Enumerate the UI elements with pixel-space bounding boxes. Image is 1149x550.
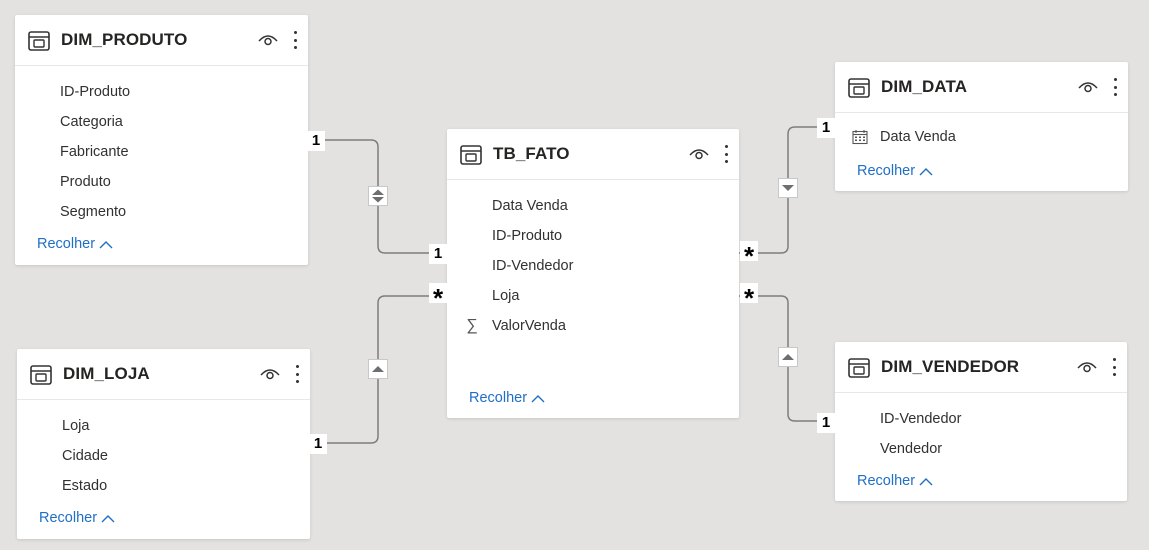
table-icon [28, 31, 50, 51]
more-options-icon[interactable] [293, 363, 301, 385]
field-label: ValorVenda [492, 318, 566, 334]
collapse-link[interactable]: Recolher [39, 510, 115, 526]
field-item[interactable]: Loja [492, 288, 520, 304]
field-item[interactable]: Produto [60, 174, 111, 190]
filter-direction-both-icon[interactable] [368, 186, 388, 206]
chevron-up-icon [101, 514, 115, 523]
table-icon [848, 358, 870, 378]
field-item[interactable]: ID-Vendedor [492, 258, 574, 274]
calendar-icon [852, 130, 868, 145]
cardinality-label: * [740, 241, 758, 271]
field-item[interactable]: Data Venda [492, 198, 568, 214]
table-card-dim-loja[interactable]: DIM_LOJA Loja Cidade Estado Recolher [17, 349, 310, 539]
collapse-label: Recolher [37, 236, 96, 252]
cardinality-label: 1 [429, 244, 447, 264]
eye-icon[interactable] [258, 33, 278, 47]
filter-direction-down-icon[interactable] [778, 178, 798, 198]
table-card-header[interactable]: TB_FATO [447, 129, 739, 180]
field-list: Data Venda [835, 122, 1128, 152]
field-item[interactable]: ID-Vendedor [880, 411, 962, 427]
collapse-label: Recolher [857, 163, 916, 179]
collapse-label: Recolher [469, 390, 528, 406]
filter-direction-up-icon[interactable] [778, 347, 798, 367]
chevron-up-icon [531, 394, 545, 403]
sigma-icon: ∑ [466, 317, 478, 334]
field-item[interactable]: Loja [62, 418, 90, 434]
field-item[interactable]: Fabricante [60, 144, 129, 160]
cardinality-label: 1 [817, 413, 835, 433]
more-options-icon[interactable] [1111, 76, 1119, 98]
field-item[interactable]: ID-Produto [492, 228, 563, 244]
field-label: Data Venda [880, 129, 956, 145]
table-title: DIM_VENDEDOR [881, 357, 1020, 376]
table-card-header[interactable]: DIM_VENDEDOR [835, 342, 1127, 393]
field-list: ID-Vendedor Vendedor [835, 404, 1127, 464]
table-title: TB_FATO [493, 144, 570, 163]
table-card-header[interactable]: DIM_DATA [835, 62, 1128, 113]
table-card-header[interactable]: DIM_LOJA [17, 349, 310, 400]
field-item[interactable]: Categoria [60, 114, 123, 130]
chevron-up-icon [99, 240, 113, 249]
chevron-up-icon [919, 477, 933, 486]
cardinality-label: * [740, 283, 758, 313]
collapse-link[interactable]: Recolher [37, 236, 113, 252]
chevron-up-icon [919, 167, 933, 176]
cardinality-label: * [429, 283, 447, 313]
eye-icon[interactable] [1078, 80, 1098, 94]
field-item[interactable]: Segmento [60, 204, 127, 220]
table-icon [460, 145, 482, 165]
table-card-tb-fato[interactable]: TB_FATO Data Venda ID-Produto ID-Vendedo… [447, 129, 739, 418]
date-field-item[interactable]: Data Venda [835, 122, 1128, 152]
more-options-icon[interactable] [291, 29, 299, 51]
table-title: DIM_LOJA [63, 364, 150, 383]
collapse-link[interactable]: Recolher [857, 473, 933, 489]
cardinality-label: 1 [307, 131, 325, 151]
more-options-icon[interactable] [1110, 356, 1118, 378]
collapse-label: Recolher [39, 510, 98, 526]
table-card-dim-produto[interactable]: DIM_PRODUTO ID-Produto Categoria Fabrica… [15, 15, 308, 265]
table-card-header[interactable]: DIM_PRODUTO [15, 15, 308, 66]
field-item[interactable]: Cidade [62, 448, 108, 464]
collapse-link[interactable]: Recolher [469, 390, 545, 406]
table-icon [30, 365, 52, 385]
more-options-icon[interactable] [722, 143, 730, 165]
collapse-link[interactable]: Recolher [857, 163, 933, 179]
collapse-label: Recolher [857, 473, 916, 489]
field-list: ID-Produto Categoria Fabricante Produto … [15, 77, 308, 227]
table-title: DIM_PRODUTO [61, 30, 188, 49]
field-list: Data Venda ID-Produto ID-Vendedor Loja ∑… [447, 191, 739, 341]
filter-direction-up-icon[interactable] [368, 359, 388, 379]
table-title: DIM_DATA [881, 77, 968, 96]
cardinality-label: 1 [309, 434, 327, 454]
measure-field-item[interactable]: ∑ ValorVenda [447, 311, 739, 341]
cardinality-label: 1 [817, 118, 835, 138]
table-card-dim-vendedor[interactable]: DIM_VENDEDOR ID-Vendedor Vendedor Recolh… [835, 342, 1127, 501]
eye-icon[interactable] [689, 147, 709, 161]
field-list: Loja Cidade Estado [17, 411, 310, 501]
eye-icon[interactable] [1077, 360, 1097, 374]
field-item[interactable]: Vendedor [880, 441, 943, 457]
field-item[interactable]: ID-Produto [60, 84, 131, 100]
eye-icon[interactable] [260, 367, 280, 381]
table-icon [848, 78, 870, 98]
table-card-dim-data[interactable]: DIM_DATA Data Venda [835, 62, 1128, 191]
field-item[interactable]: Estado [62, 478, 108, 494]
